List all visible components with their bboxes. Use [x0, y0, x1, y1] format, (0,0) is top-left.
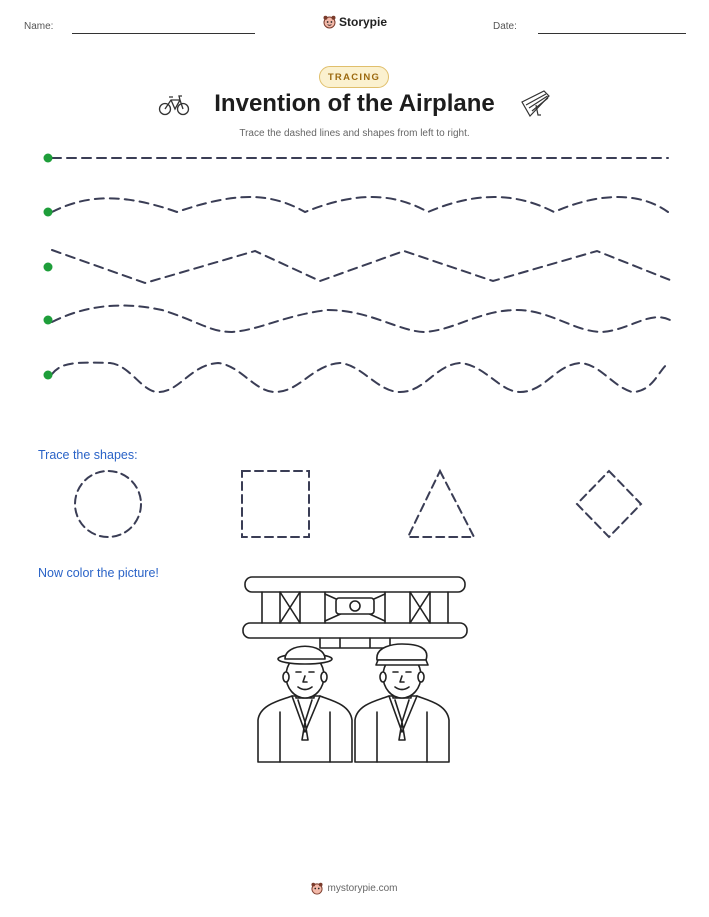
start-dot-3 [43, 262, 53, 272]
tracing-lines [43, 153, 671, 394]
glider-icon [521, 90, 550, 117]
trace-line-zigzag [51, 249, 671, 285]
trace-line-wave-3 [51, 361, 671, 394]
start-dot-4 [43, 315, 53, 325]
storypie-logo-icon [323, 15, 336, 29]
bicycle-icon [158, 95, 190, 116]
date-label: Date: [493, 21, 517, 32]
footer-url[interactable]: mystorypie.com [327, 883, 398, 894]
name-label: Name: [24, 21, 54, 32]
date-line[interactable] [538, 33, 686, 34]
trace-triangle [406, 468, 476, 538]
start-dot-5 [43, 370, 53, 380]
start-dot-1 [43, 153, 53, 163]
page-title: Invention of the Airplane [214, 90, 495, 117]
tracing-badge: TRACING [319, 66, 389, 88]
name-line[interactable] [72, 33, 255, 34]
brand-logo: Storypie [323, 15, 387, 29]
storypie-logo-icon [311, 882, 324, 895]
instructions: Trace the dashed lines and shapes from l… [239, 128, 470, 139]
start-dot-2 [43, 207, 53, 217]
brand-name: Storypie [339, 15, 388, 29]
footer: mystorypie.com [0, 882, 709, 895]
tracing-shapes [74, 468, 643, 539]
trace-line-wave-1 [51, 196, 669, 214]
trace-diamond [575, 469, 643, 539]
shapes-label: Trace the shapes: [38, 448, 138, 462]
color-label: Now color the picture! [38, 566, 159, 580]
trace-square [241, 470, 310, 538]
trace-circle [74, 470, 142, 538]
trace-line-wave-2 [51, 304, 671, 334]
wright-brothers-coloring-picture [242, 576, 468, 763]
